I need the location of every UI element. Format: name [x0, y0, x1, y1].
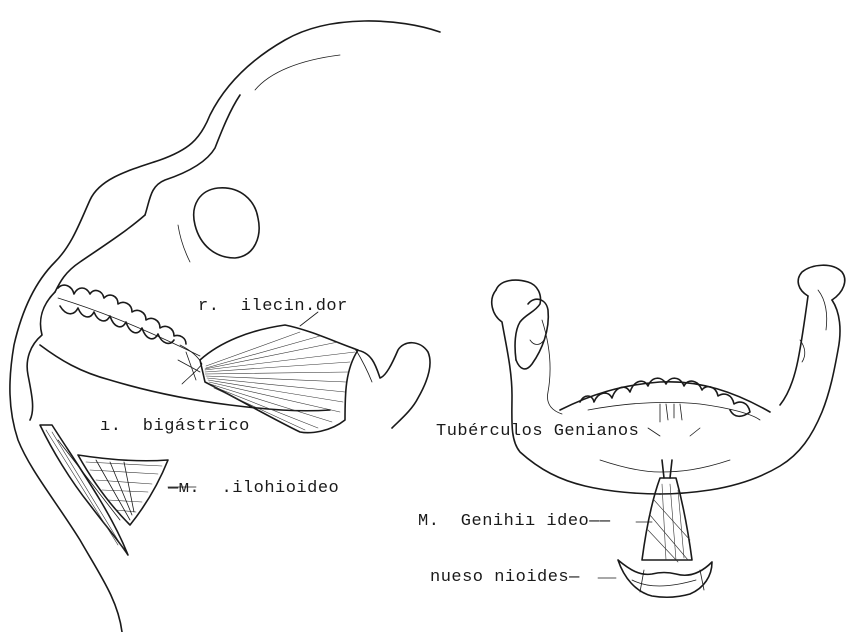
- hyoid-bone: [618, 560, 712, 597]
- label-genial-tubercles: Tubérculos Genianos: [436, 423, 639, 440]
- geniohyoid-muscle: [642, 478, 692, 560]
- mandible-posterior-view: [492, 265, 845, 494]
- nasal-line: [55, 215, 145, 292]
- label-buccinator: r. ilecin.dor: [198, 298, 348, 315]
- forehead-curve: [255, 55, 340, 90]
- label-digastric: ı. bigástrico: [100, 418, 250, 435]
- genial-tubercles: [660, 404, 682, 422]
- label-mylohyoid: —м. .ilohioideo: [168, 480, 339, 497]
- mandible-teeth: [580, 378, 750, 416]
- orbit-inner-line: [178, 225, 190, 262]
- lip-profile: [27, 292, 55, 420]
- buccinator-tendon: [178, 345, 202, 384]
- right-coronoid: [780, 296, 808, 405]
- orbit-outline: [194, 188, 259, 258]
- ramus-outline: [356, 343, 430, 428]
- left-condyle: [496, 280, 541, 360]
- lower-teeth: [60, 306, 174, 343]
- label-geniohyoid: M. Genihiı ideo——: [418, 513, 611, 530]
- geniohyoid-hyoid: [598, 460, 712, 597]
- left-coronoid: [516, 299, 548, 369]
- skull-lateral-view: [10, 21, 440, 632]
- ramus-inner: [356, 350, 372, 382]
- geniohyoid-tendon: [662, 460, 672, 478]
- mandible-line: [40, 345, 330, 411]
- frontal-inner-line: [145, 95, 240, 215]
- label-hyoid-bone: nueso nioides—: [430, 569, 580, 586]
- digastric-muscle: [40, 425, 128, 555]
- mandible-left-ramus: [492, 290, 660, 494]
- left-foramen: [530, 340, 544, 345]
- upper-teeth: [58, 285, 186, 344]
- mandible-right-ramus: [660, 300, 840, 494]
- tubercle-leaders: [648, 428, 700, 436]
- cranium-outline: [10, 21, 440, 632]
